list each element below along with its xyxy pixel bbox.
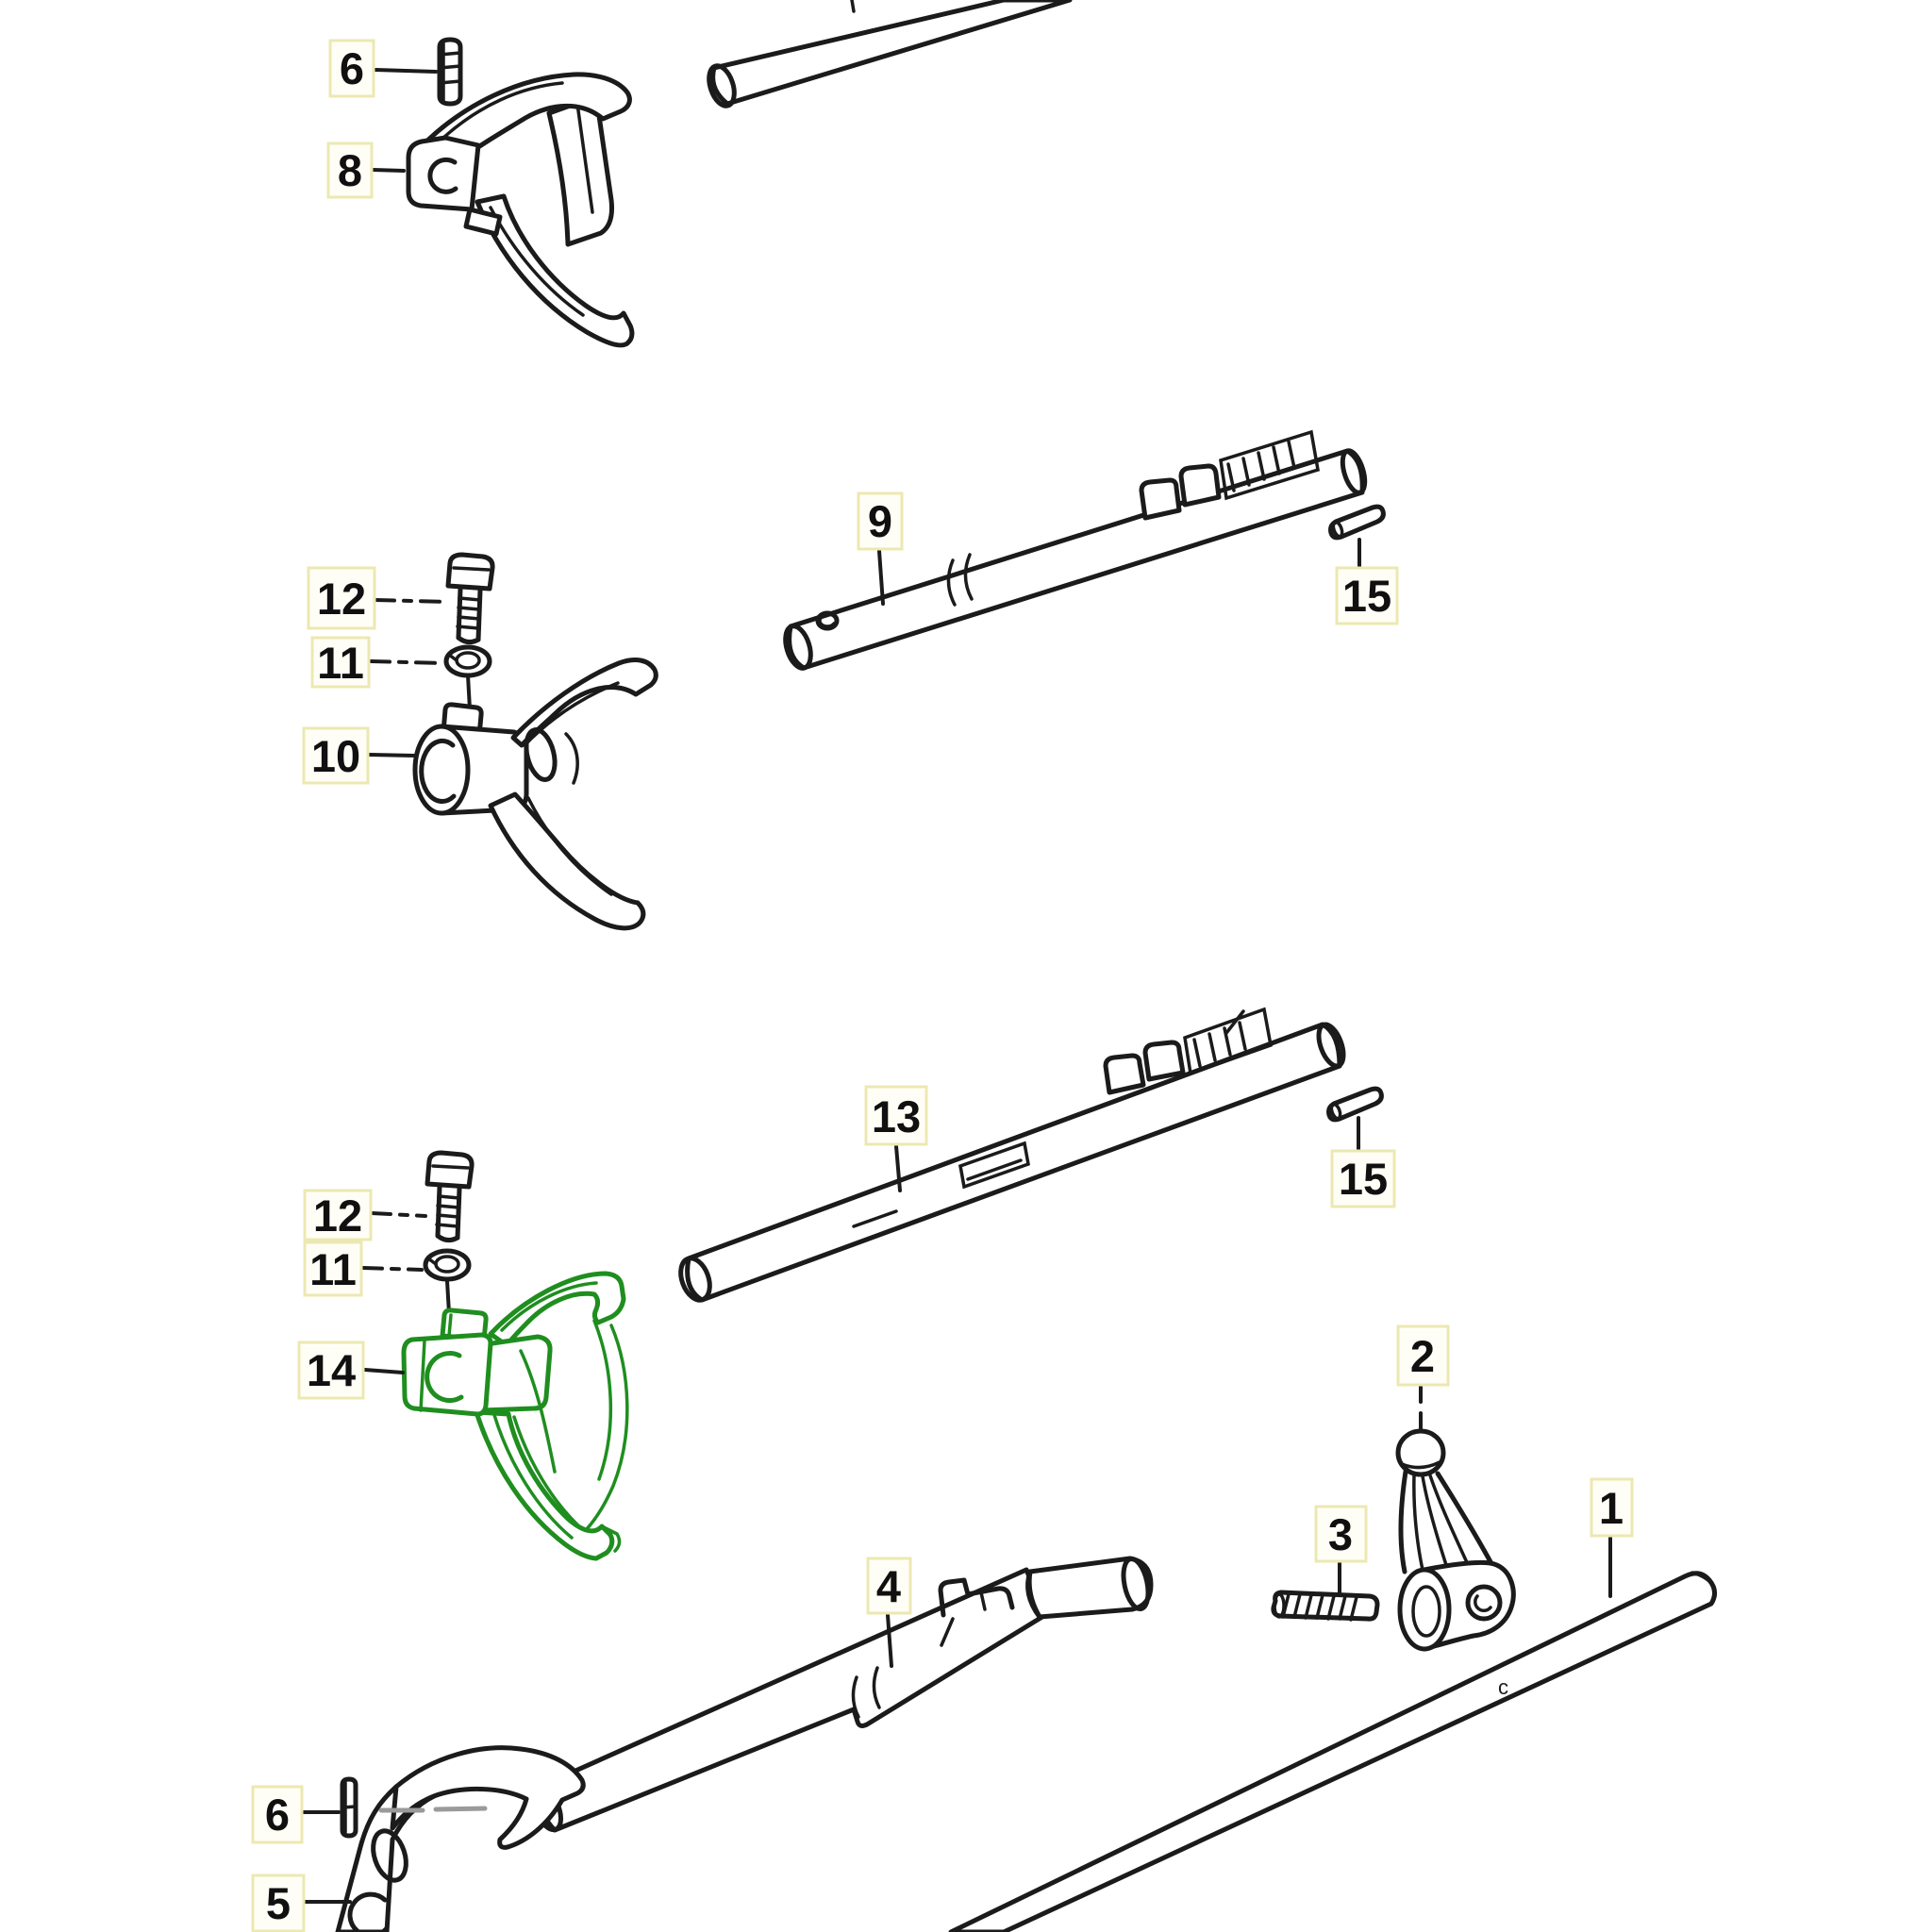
leader-line-13: [894, 1144, 902, 1192]
svg-text:5: 5: [266, 1878, 291, 1928]
part-spring-3[interactable]: [1271, 1590, 1380, 1622]
leader-line-12-upper: [374, 598, 449, 604]
svg-text:10: 10: [311, 731, 360, 781]
leader-line-14: [363, 1368, 405, 1374]
part-bolt-12-upper[interactable]: [448, 555, 492, 642]
svg-text:11: 11: [317, 638, 364, 688]
part-pin-15-lower[interactable]: [1329, 1089, 1382, 1120]
svg-text:14: 14: [307, 1345, 356, 1395]
part-pin-15-upper[interactable]: [1331, 507, 1384, 538]
svg-text:12: 12: [317, 574, 366, 624]
part-selector-lever-2[interactable]: [1395, 1428, 1516, 1652]
svg-text:3: 3: [1328, 1509, 1353, 1559]
part-label-6-top[interactable]: 6: [328, 39, 375, 98]
leader-line-11-lower: [361, 1266, 451, 1315]
svg-text:9: 9: [868, 496, 892, 546]
part-washer-11-lower[interactable]: [425, 1251, 469, 1279]
part-pin-6-top[interactable]: [437, 37, 463, 107]
part-shift-rod-1[interactable]: c: [948, 1571, 1717, 1932]
part-label-12-upper[interactable]: 12: [307, 566, 376, 630]
part-label-3[interactable]: 3: [1314, 1505, 1368, 1563]
part-label-9[interactable]: 9: [857, 491, 904, 551]
part-shift-rod-13[interactable]: [675, 1007, 1348, 1304]
part-shift-fork-10[interactable]: [412, 658, 658, 931]
svg-text:8: 8: [338, 145, 362, 195]
part-shift-rod-9[interactable]: [781, 429, 1369, 672]
part-label-15-lower[interactable]: 15: [1330, 1149, 1396, 1208]
part-label-11-lower[interactable]: 11: [303, 1241, 363, 1297]
part-label-14[interactable]: 14: [297, 1341, 365, 1400]
svg-text:1: 1: [1599, 1483, 1624, 1533]
part-shift-fork-5[interactable]: [335, 1745, 586, 1932]
svg-text:4: 4: [876, 1561, 901, 1611]
leader-line-10: [368, 753, 417, 758]
part-label-11-upper[interactable]: 11: [310, 636, 371, 689]
svg-text:6: 6: [265, 1790, 290, 1840]
svg-text:15: 15: [1339, 1154, 1388, 1204]
part-label-4[interactable]: 4: [866, 1557, 912, 1615]
part-label-5[interactable]: 5: [251, 1874, 306, 1932]
part-label-12-lower[interactable]: 12: [303, 1189, 373, 1241]
part-shift-rod-4[interactable]: [528, 1556, 1154, 1834]
part-shaft-top[interactable]: [705, 0, 1073, 109]
leader-line-8: [371, 168, 406, 173]
part-label-8[interactable]: 8: [326, 142, 374, 199]
leader-line-6-top: [374, 68, 438, 74]
part-label-1[interactable]: 1: [1590, 1477, 1634, 1538]
svg-text:2: 2: [1410, 1331, 1435, 1381]
part-label-2[interactable]: 2: [1396, 1324, 1450, 1387]
part-washer-11-upper[interactable]: [446, 647, 490, 675]
svg-text:15: 15: [1342, 571, 1391, 621]
part-label-13[interactable]: 13: [864, 1085, 928, 1146]
rod-surface-mark: c: [1498, 1675, 1508, 1699]
part-label-10[interactable]: 10: [302, 726, 370, 785]
svg-text:12: 12: [313, 1191, 362, 1241]
leader-line-11-upper: [369, 659, 472, 711]
leader-line-12-lower: [370, 1211, 427, 1218]
part-shift-fork-14-highlighted[interactable]: [401, 1271, 629, 1561]
part-shift-fork-8[interactable]: [406, 72, 635, 348]
leader-line-4: [886, 1613, 893, 1668]
part-bolt-12-lower[interactable]: [427, 1153, 472, 1241]
svg-text:11: 11: [309, 1244, 357, 1294]
part-label-15-upper[interactable]: 15: [1335, 566, 1399, 625]
part-label-6-bottom[interactable]: 6: [251, 1785, 304, 1844]
svg-text:13: 13: [872, 1091, 921, 1141]
svg-text:6: 6: [340, 43, 364, 93]
leader-line-9: [877, 549, 885, 606]
part-pin-6-bottom[interactable]: [340, 1776, 358, 1839]
